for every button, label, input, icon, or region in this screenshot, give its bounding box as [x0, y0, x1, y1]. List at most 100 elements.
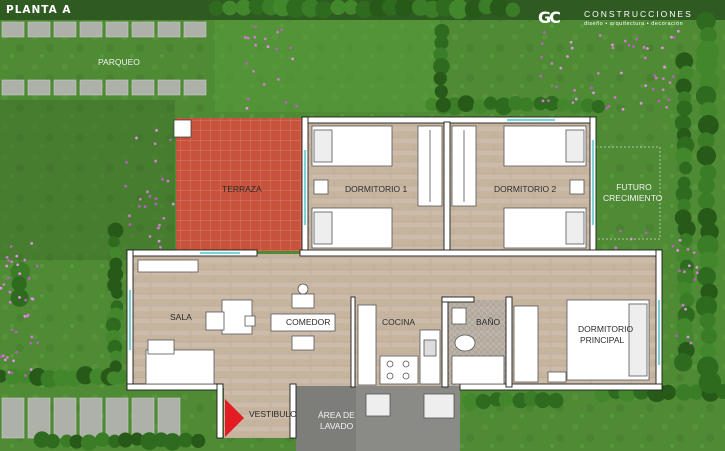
flower [8, 290, 12, 294]
bush [676, 328, 694, 346]
living-furniture [137, 259, 256, 385]
flower [30, 335, 34, 339]
bush [108, 236, 120, 248]
bush [581, 98, 596, 113]
flower [676, 249, 680, 252]
flower [0, 286, 3, 290]
label-principal-2: PRINCIPAL [580, 335, 625, 345]
bush [698, 251, 719, 271]
flower [692, 251, 696, 255]
flower [686, 335, 690, 339]
bush [698, 371, 722, 394]
paver [53, 397, 77, 439]
flower [654, 76, 658, 80]
bush [677, 198, 691, 213]
flower [166, 179, 170, 183]
flower [598, 33, 602, 37]
laundry-fixtures [365, 393, 455, 419]
terrace-post [173, 119, 192, 138]
flower [15, 254, 19, 258]
bush [80, 434, 97, 451]
flower [284, 100, 288, 104]
bush [557, 98, 570, 112]
flower [621, 107, 625, 111]
paver [105, 79, 129, 96]
label-lavado-2: LAVADO [320, 421, 354, 431]
paver [1, 397, 25, 439]
bush [286, 0, 307, 18]
bush [544, 95, 560, 111]
bush [434, 84, 448, 99]
windows [128, 118, 661, 365]
bush [547, 392, 564, 409]
bush [106, 371, 121, 385]
bush [433, 47, 448, 62]
bush [695, 85, 717, 107]
bush [178, 432, 193, 448]
flower [675, 334, 679, 338]
flower [540, 55, 544, 59]
flower [135, 136, 138, 140]
logo-name: CONSTRUCCIONES [584, 9, 693, 19]
bush [676, 100, 693, 117]
bush [111, 287, 123, 299]
flower [671, 75, 675, 78]
label-terraza: TERRAZA [222, 184, 262, 194]
bush [697, 132, 715, 150]
bush [457, 95, 475, 112]
bush [248, 0, 267, 16]
flower [693, 278, 697, 281]
flower [607, 104, 611, 108]
bush [475, 393, 491, 410]
master-bedroom-furniture [513, 299, 650, 383]
bathroom-fixtures [451, 307, 505, 385]
flower [27, 276, 31, 280]
paver [79, 79, 103, 96]
label-comedor: COMEDOR [286, 317, 331, 327]
bush [76, 366, 95, 385]
bush [140, 432, 159, 451]
bush [505, 2, 521, 18]
bush [472, 99, 488, 114]
flower [627, 43, 631, 47]
flower [31, 297, 35, 301]
flower [614, 246, 618, 250]
flower [280, 28, 283, 32]
flower [7, 276, 10, 280]
flower [245, 61, 248, 65]
flower [7, 370, 11, 374]
flower [3, 358, 7, 362]
bush [697, 176, 715, 194]
bush [679, 292, 695, 308]
flower [254, 43, 258, 47]
bush [435, 97, 451, 113]
bush [314, 1, 333, 19]
bush [696, 267, 716, 286]
bush [110, 350, 122, 363]
flower [2, 283, 6, 286]
flower [148, 235, 152, 238]
flower [128, 223, 132, 226]
label-bano: BAÑO [476, 317, 501, 327]
paver [79, 21, 103, 38]
bush [382, 0, 400, 16]
flower [263, 37, 267, 41]
flower [171, 202, 175, 206]
bush [107, 266, 124, 283]
paver [79, 397, 103, 439]
flower [661, 88, 665, 92]
flower [158, 223, 161, 227]
bush [235, 0, 252, 16]
flower [262, 82, 266, 86]
flower [646, 47, 649, 50]
flower [672, 35, 676, 39]
bush [534, 392, 551, 409]
flower [18, 272, 22, 276]
bush [433, 57, 450, 75]
flower [23, 258, 27, 262]
bush [699, 312, 716, 329]
flower [7, 258, 11, 262]
bush [697, 115, 719, 136]
flower [570, 46, 574, 50]
